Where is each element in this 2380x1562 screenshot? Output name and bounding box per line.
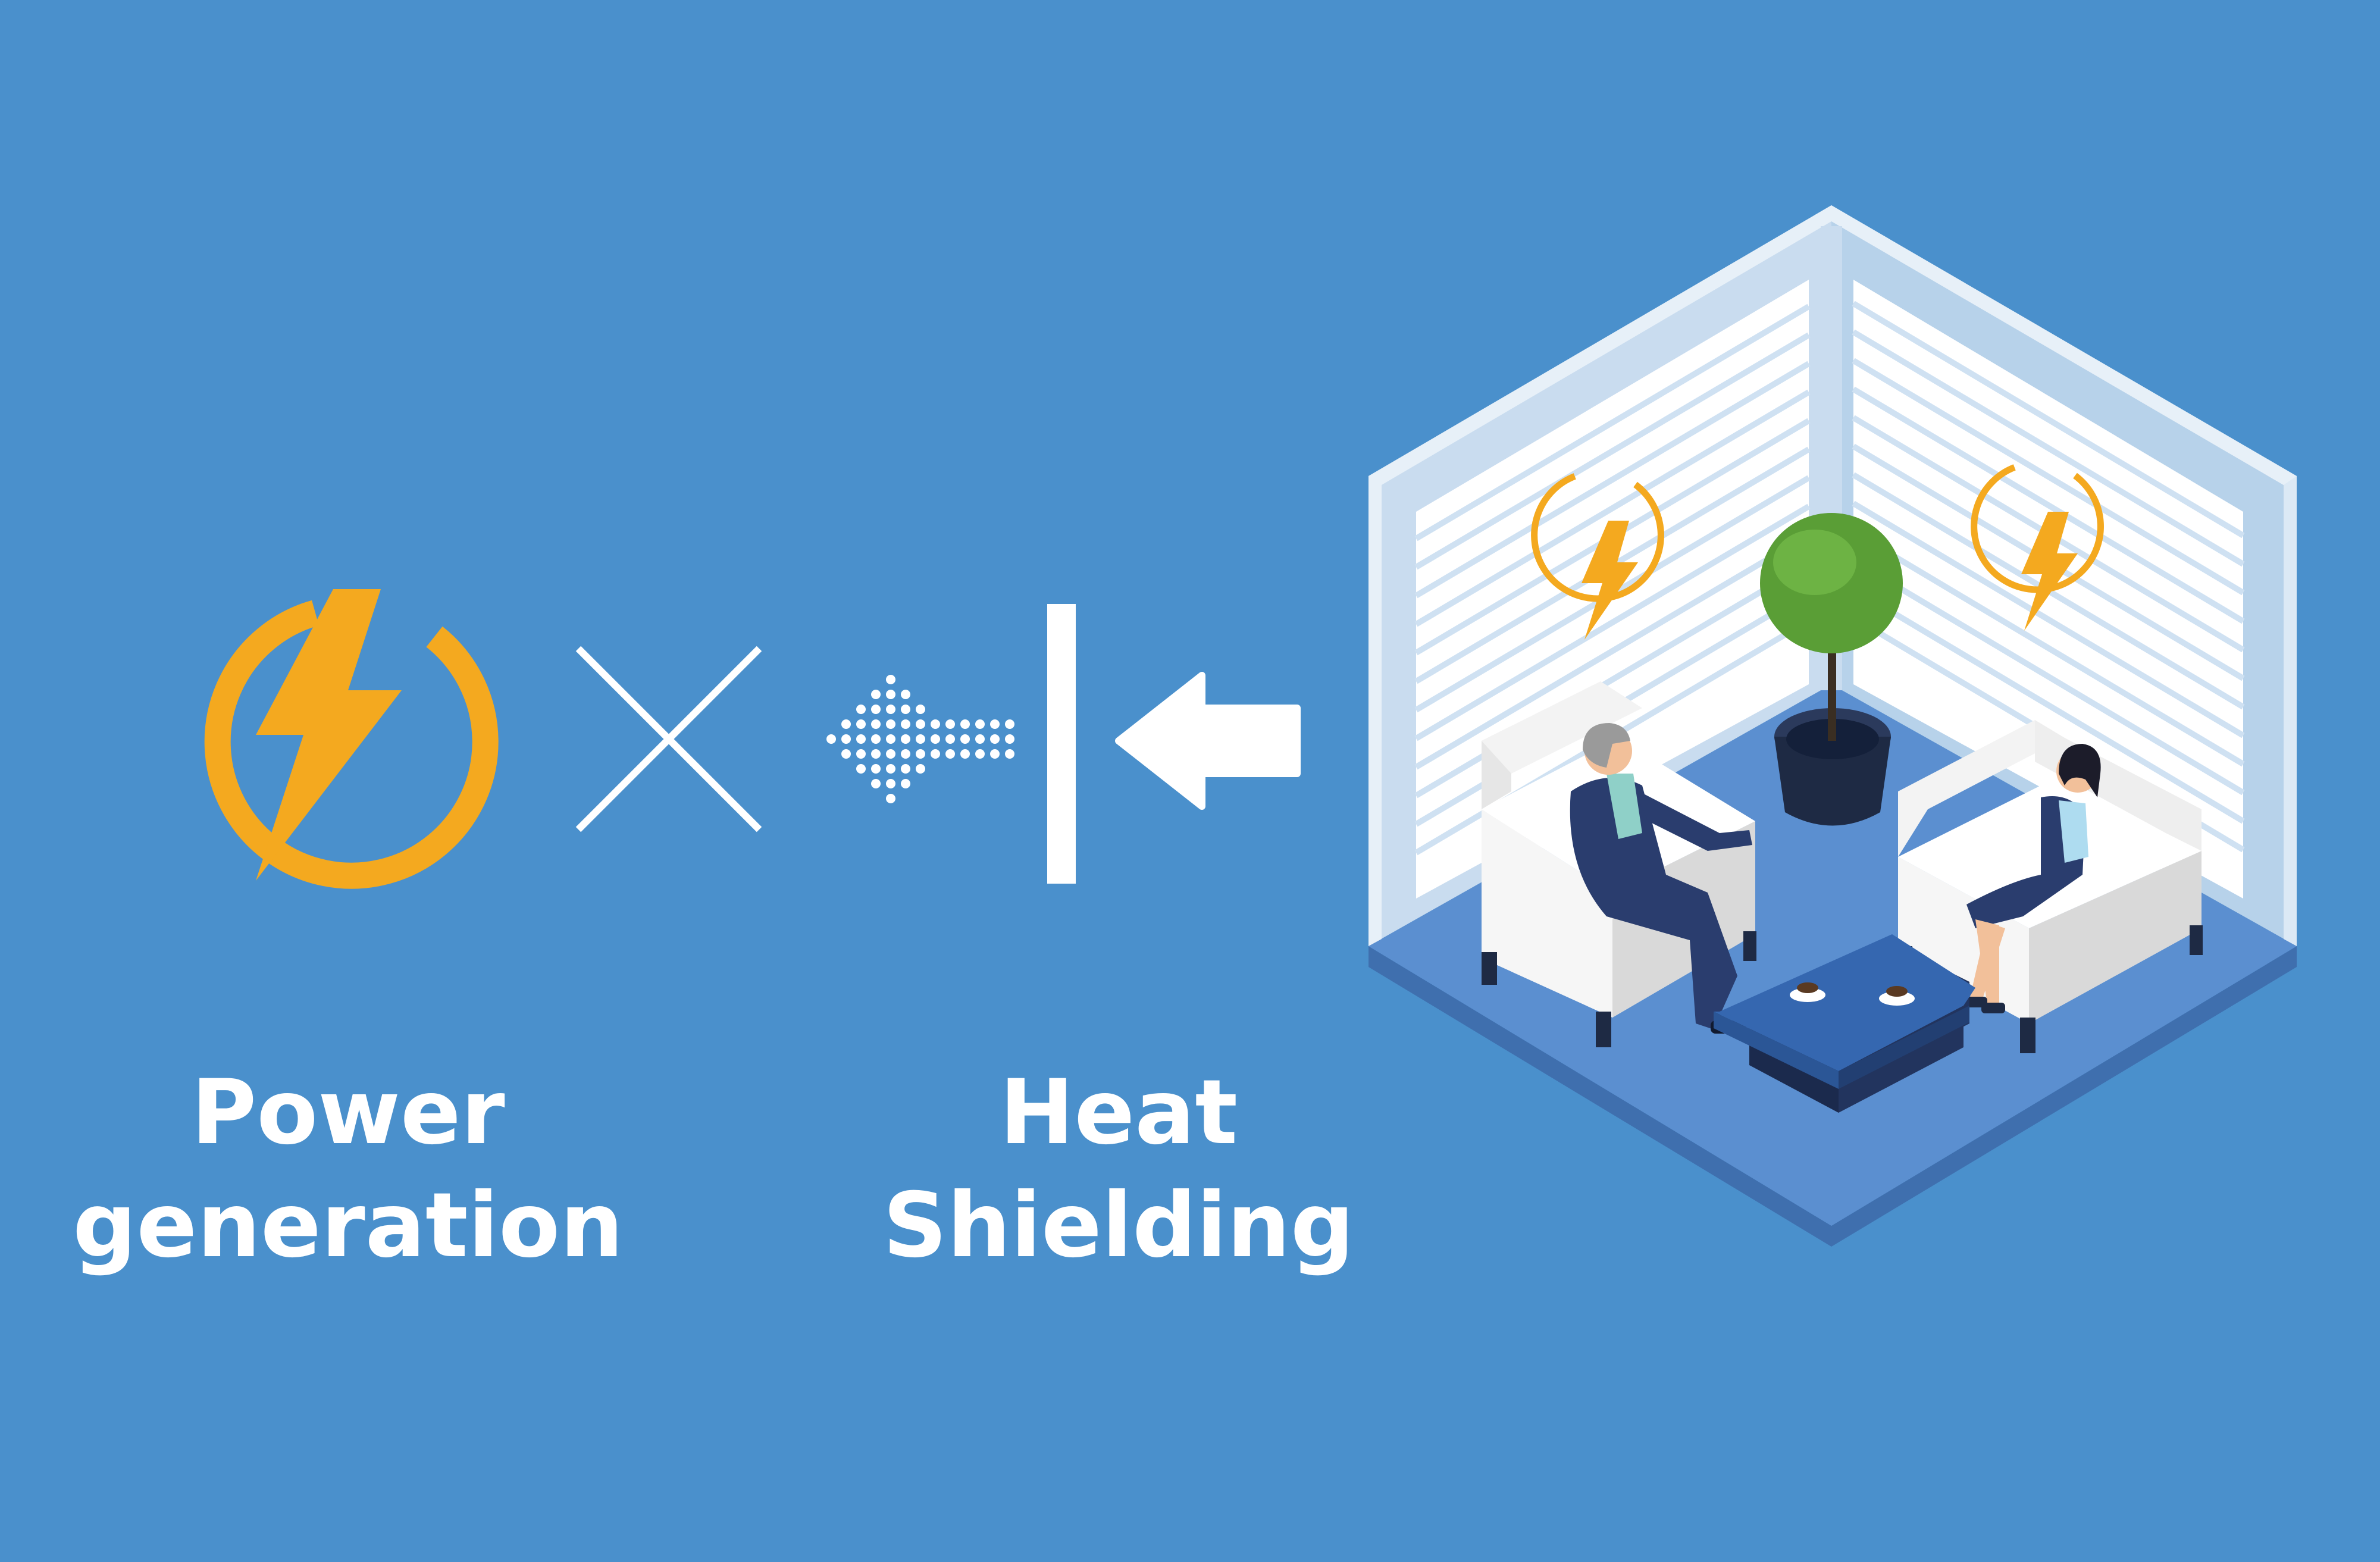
- arrow-dot: [886, 705, 895, 714]
- arrow-dot: [1005, 749, 1014, 759]
- arrow-dot: [856, 734, 866, 744]
- potted-plant: [1760, 513, 1903, 826]
- window-power-icon-left: [1531, 473, 1664, 640]
- blind-slat: [1852, 500, 2245, 738]
- arrow-dot: [945, 719, 955, 729]
- arrow-dot: [886, 779, 895, 788]
- blind-slat: [1852, 329, 2245, 567]
- arrow-dot: [1005, 719, 1014, 729]
- arrow-dot: [945, 734, 955, 744]
- arrow-dot: [916, 719, 925, 729]
- arrow-dot: [841, 749, 851, 759]
- arrow-dot: [990, 734, 1000, 744]
- arrow-dot: [960, 734, 970, 744]
- arrow-dot: [886, 794, 895, 803]
- arrow-dot: [871, 779, 881, 788]
- window-power-icon-right: [1971, 464, 2104, 631]
- arrow-dot: [886, 690, 895, 699]
- arrow-dot: [975, 749, 985, 759]
- arrow-dot: [901, 705, 910, 714]
- power-generation-label-line1: Power: [191, 1061, 505, 1165]
- arrow-dot: [886, 764, 895, 774]
- arrow-dot: [931, 749, 940, 759]
- power-lightning-icon: [204, 589, 499, 889]
- blind-slat: [1852, 358, 2245, 596]
- arrow-dot: [916, 734, 925, 744]
- blind-slat: [1852, 386, 2245, 624]
- seated-woman: [1964, 744, 2101, 1013]
- arrow-dot: [871, 705, 881, 714]
- multiply-icon: [575, 646, 762, 832]
- coffee-table: [1714, 934, 1975, 1113]
- arrow-dot: [975, 734, 985, 744]
- blind-slat: [1414, 532, 1811, 770]
- blind-slat: [1852, 586, 2245, 824]
- arrow-dot: [916, 764, 925, 774]
- blind-slat: [1414, 361, 1811, 599]
- power-generation-label: Power generation: [54, 1056, 643, 1282]
- arrow-dot: [916, 749, 925, 759]
- barrier-bar-icon: [1047, 604, 1076, 884]
- window-blinds-right: [1852, 300, 2245, 853]
- arrow-dot: [856, 764, 866, 774]
- isometric-room-illustration: [1368, 205, 2297, 1247]
- arrow-dot: [841, 734, 851, 744]
- arrow-dot: [856, 719, 866, 729]
- arrow-dot: [990, 749, 1000, 759]
- heat-shielding-label-line2: Shielding: [882, 1174, 1355, 1278]
- arrow-dot: [901, 719, 910, 729]
- arrow-dot: [901, 764, 910, 774]
- arrow-dot: [856, 705, 866, 714]
- arrow-dot: [856, 749, 866, 759]
- arrow-dot: [975, 719, 985, 729]
- arrow-dot: [931, 719, 940, 729]
- arrow-dot: [886, 675, 895, 684]
- blind-slat: [1414, 503, 1811, 741]
- arrow-dot: [871, 749, 881, 759]
- blind-slat: [1852, 300, 2245, 539]
- blind-slat: [1414, 389, 1811, 627]
- blind-slat: [1852, 558, 2245, 796]
- blind-slat: [1852, 529, 2245, 767]
- arrow-dot: [1005, 734, 1014, 744]
- arrow-dot: [945, 749, 955, 759]
- arrow-dot: [901, 734, 910, 744]
- arrow-dot: [886, 749, 895, 759]
- arrow-dot: [886, 734, 895, 744]
- arrow-dot: [931, 734, 940, 744]
- arrow-dot: [901, 779, 910, 788]
- arrow-dot: [901, 749, 910, 759]
- blind-slat: [1414, 332, 1811, 570]
- arrow-dot: [826, 734, 836, 744]
- heat-shielding-label-line1: Heat: [999, 1061, 1238, 1165]
- arrow-dot: [960, 719, 970, 729]
- arrow-dot: [871, 764, 881, 774]
- arrow-dot: [841, 719, 851, 729]
- arrow-dot: [871, 719, 881, 729]
- arrow-dot: [871, 734, 881, 744]
- seated-man: [1570, 723, 1752, 1034]
- arrow-dot: [916, 705, 925, 714]
- dotted-arrow-left-icon: [826, 675, 1014, 803]
- arrow-dot: [886, 719, 895, 729]
- arrow-left-icon: [1115, 672, 1301, 810]
- power-generation-label-line2: generation: [73, 1174, 624, 1278]
- arrow-dot: [990, 719, 1000, 729]
- heat-shielding-label: Heat Shielding: [851, 1056, 1386, 1282]
- arrow-dot: [960, 749, 970, 759]
- arrow-dot: [901, 690, 910, 699]
- blind-slat: [1414, 303, 1811, 541]
- arrow-dot: [871, 690, 881, 699]
